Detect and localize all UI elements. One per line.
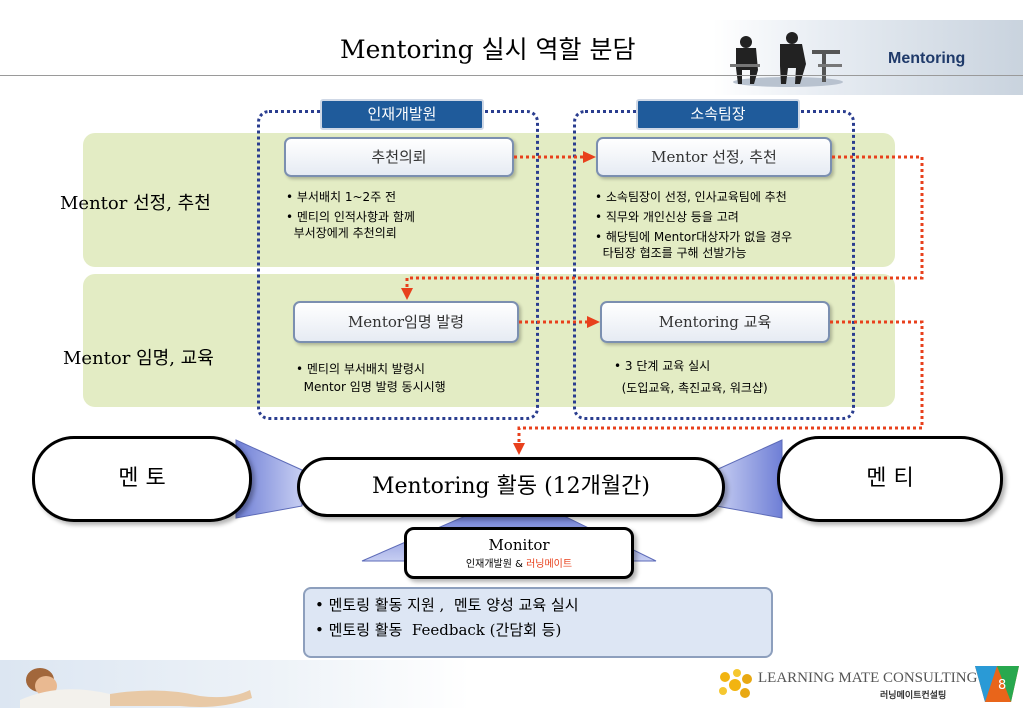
monitor-box: Monitor 인재개발원 & 러닝메이트 — [404, 527, 634, 579]
column-header-hrd: 인재개발원 — [320, 99, 484, 130]
bullet-line: • 부서배치 1~2주 전 — [286, 190, 397, 204]
page-number-badge-icon — [975, 666, 1019, 702]
monitor-sub-prefix: 인재개발원 & — [465, 559, 527, 570]
step-mentoring-training: Mentoring 교육 — [600, 301, 830, 343]
footer-person-illustration — [0, 660, 470, 708]
bullet-line: 부서장에게 추천의뢰 — [286, 226, 397, 240]
flow-arrow-training-to-activity — [517, 320, 924, 444]
bullet-line: 타팀장 협조를 구해 선발가능 — [595, 246, 747, 260]
bullet-line: Mentor 임명 발령 동시시행 — [296, 380, 446, 394]
bullets-training: • 3 단계 교육 실시 (도입교육, 촉진교육, 워크샵) — [614, 358, 768, 396]
row-label-appointment: Mentor 임명, 교육 — [63, 348, 214, 369]
mentoring-activity-oval: Mentoring 활동 (12개월간) — [297, 457, 725, 517]
monitor-subtitle: 인재개발원 & 러닝메이트 — [407, 555, 631, 570]
monitor-title: Monitor — [488, 536, 550, 554]
bullets-appointment: • 멘티의 부서배치 발령시 Mentor 임명 발령 동시시행 — [296, 361, 446, 395]
bullet-line: • 3 단계 교육 실시 — [614, 359, 711, 373]
mentor-oval: 멘 토 — [32, 436, 252, 522]
column-header-teamlead: 소속팀장 — [636, 99, 800, 130]
monitor-sub-highlight: 러닝메이트 — [526, 559, 573, 570]
row-label-selection: Mentor 선정, 추천 — [60, 193, 211, 214]
step-mentor-selection: Mentor 선정, 추천 — [596, 137, 832, 177]
footer-company-name-kr: 러닝메이트컨설팅 — [880, 691, 947, 701]
bullets-selection: • 소속팀장이 선정, 인사교육팀에 추천 • 직무와 개인신상 등을 고려 •… — [595, 189, 792, 261]
connector-mentee — [715, 439, 783, 519]
bullet-line: (도입교육, 촉진교육, 워크샵) — [614, 381, 768, 395]
meeting-people-illustration — [730, 32, 843, 87]
flow-arrow-selection-to-appointment — [405, 155, 924, 290]
monitor-roles-box: • 멘토링 활동 지원 , 멘토 양성 교육 실시 • 멘토링 활동 Feedb… — [303, 587, 773, 658]
role-item: • 멘토링 활동 지원 , 멘토 양성 교육 실시 — [315, 596, 579, 614]
bullet-line: • 소속팀장이 선정, 인사교육팀에 추천 — [595, 190, 787, 204]
page-title: Mentoring 실시 역할 분담 — [340, 35, 636, 64]
step-mentor-appointment: Mentor임명 발령 — [293, 301, 519, 343]
page-number: 8 — [998, 678, 1007, 693]
step-request-recommendation: 추천의뢰 — [284, 137, 514, 177]
mentee-oval: 멘 티 — [777, 436, 1003, 522]
bullet-line: • 멘티의 부서배치 발령시 — [296, 362, 425, 376]
bullet-line: • 직무와 개인신상 등을 고려 — [595, 210, 739, 224]
learning-mate-logo-icon — [719, 669, 752, 698]
brand-label: Mentoring — [888, 50, 966, 67]
role-item: • 멘토링 활동 Feedback (간담회 등) — [315, 621, 562, 639]
bullets-request: • 부서배치 1~2주 전 • 멘티의 인적사항과 함께 부서장에게 추천의뢰 — [286, 189, 415, 241]
footer-company-name: LEARNING MATE CONSULTING — [758, 670, 978, 686]
bullet-line: • 해당팀에 Mentor대상자가 없을 경우 — [595, 230, 793, 244]
header-divider — [0, 75, 1023, 76]
bullet-line: • 멘티의 인적사항과 함께 — [286, 210, 415, 224]
